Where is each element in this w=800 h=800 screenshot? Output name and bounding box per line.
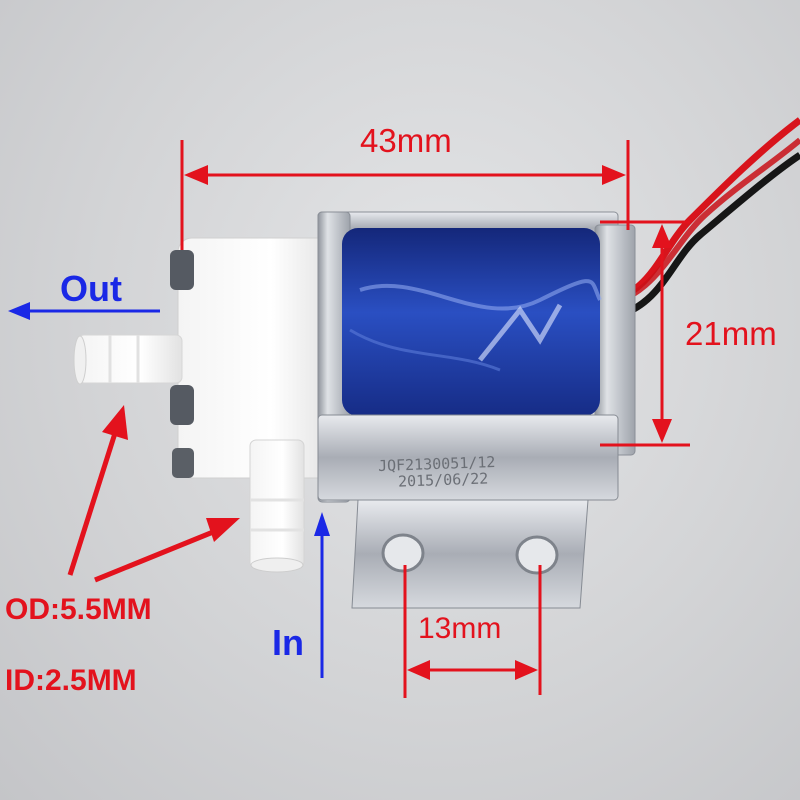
in-port-label: In: [272, 622, 304, 663]
wires: [599, 117, 800, 322]
valve-body: [73, 237, 334, 573]
dimension-13mm: [403, 565, 542, 698]
dimension-43mm: [180, 140, 630, 250]
id-spec-label: ID:2.5MM: [5, 664, 137, 697]
od-spec-label: OD:5.5MM: [5, 593, 152, 626]
flow-arrows: [8, 302, 330, 678]
height-label: 21mm: [685, 315, 777, 352]
bracket: [317, 414, 619, 609]
od-id-arrows: [67, 405, 240, 583]
out-port-label: Out: [60, 268, 122, 309]
date-marking: 2015/06/22: [397, 469, 489, 491]
coil: [342, 228, 602, 416]
dimension-21mm: [600, 220, 690, 447]
hole-spacing-label: 13mm: [418, 612, 502, 645]
length-label: 43mm: [360, 122, 452, 159]
